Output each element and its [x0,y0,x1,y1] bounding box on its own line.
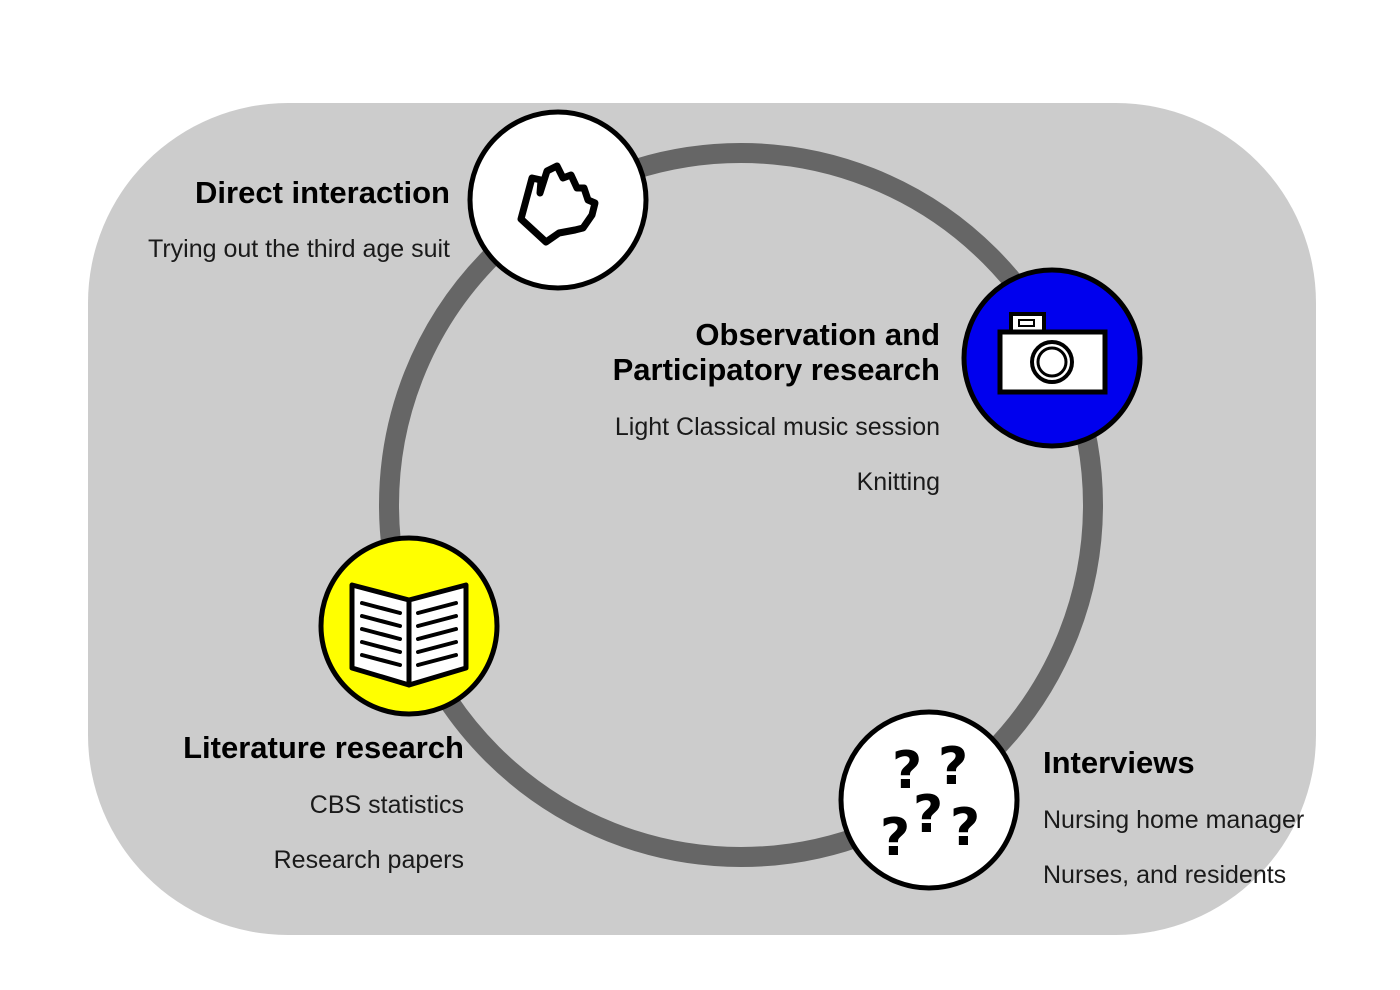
cycle-ring [379,143,1103,867]
node-item: Nursing home manager [1043,806,1304,834]
node-observation: Observation and Participatory research L… [613,267,1143,496]
node-item: CBS statistics [310,791,464,819]
node-item: Knitting [857,468,940,496]
question-mark: ? [913,785,943,845]
camera-icon [997,312,1108,395]
node-interviews: ? ? ? ? ? Interviews Nursing home manage… [838,709,1304,891]
node-title: Direct interaction [195,175,450,210]
interviews-circle [838,709,1020,891]
node-direct-interaction: Direct interaction Trying out the third … [148,109,649,291]
node-title-line-1: Observation and [695,317,940,352]
node-item: Research papers [274,846,464,874]
question-mark: ? [880,808,910,868]
node-title: Interviews [1043,745,1195,780]
node-title-line-2: Participatory research [613,352,940,387]
book-icon [349,582,469,688]
hand-icon [517,162,599,246]
question-mark: ? [938,737,968,797]
node-literature-research: Literature research CBS statistics Resea… [183,535,500,874]
question-marks-icon: ? ? ? ? ? [880,737,980,868]
node-item: Light Classical music session [615,413,940,441]
question-mark: ? [950,798,980,858]
node-item: Trying out the third age suit [148,235,450,263]
node-title: Literature research [183,730,464,765]
node-item: Nurses, and residents [1043,861,1286,889]
question-mark: ? [892,741,922,801]
